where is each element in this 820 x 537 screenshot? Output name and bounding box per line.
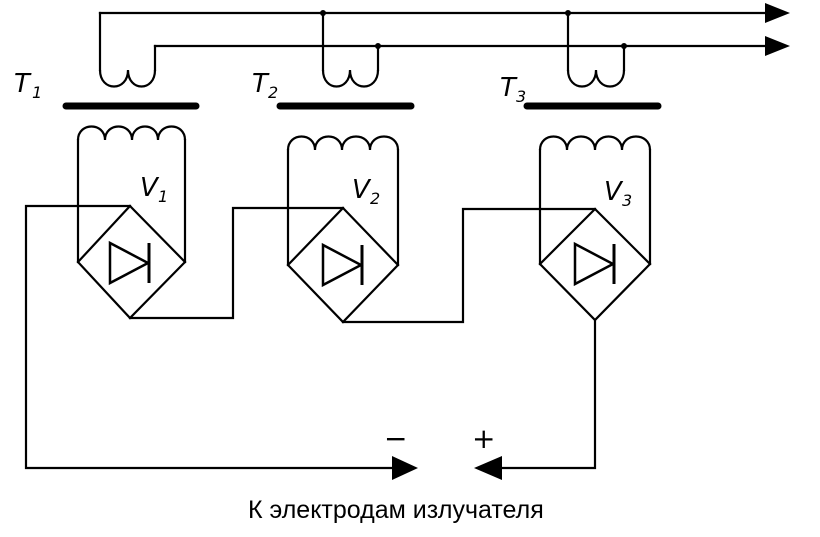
svg-text:2: 2 (268, 83, 278, 102)
supply-bus (98, 3, 790, 56)
primary-winding-2 (321, 11, 380, 88)
output-minus-lead (24, 204, 418, 480)
label-t1: T 1 (14, 69, 42, 102)
svg-text:1: 1 (158, 187, 168, 206)
diode-symbol (573, 241, 616, 287)
svg-text:1: 1 (32, 83, 42, 102)
minus-arrow (392, 456, 418, 480)
diode-symbol (108, 240, 151, 286)
series-wiring (128, 206, 597, 324)
label-v3: V 3 (604, 177, 632, 210)
label-t2: T 2 (252, 69, 278, 102)
svg-text:V: V (604, 177, 624, 207)
plus-sign: + (472, 422, 495, 455)
minus-sign: − (384, 422, 407, 455)
secondary-winding-1 (76, 125, 187, 264)
bus-arrow-2 (765, 36, 790, 56)
secondary-winding-3 (538, 135, 652, 266)
output-plus-lead (474, 318, 597, 480)
svg-text:3: 3 (622, 191, 632, 210)
diode-symbol (321, 242, 364, 288)
svg-text:3: 3 (516, 87, 526, 106)
svg-text:V: V (140, 173, 160, 203)
diode-bridge-1 (76, 204, 187, 320)
diode-bridge-2 (286, 206, 400, 324)
secondary-winding-2 (286, 135, 400, 267)
svg-text:T: T (252, 69, 270, 99)
svg-text:T: T (500, 73, 518, 103)
primary-winding-1 (98, 11, 157, 88)
svg-text:T: T (14, 69, 32, 99)
bus-arrow-1 (765, 3, 790, 23)
primary-winding-3 (566, 11, 626, 88)
svg-text:V: V (352, 175, 372, 205)
label-v1: V 1 (140, 173, 168, 206)
label-v2: V 2 (352, 175, 380, 208)
plus-arrow (474, 456, 502, 480)
diode-bridge-3 (538, 207, 652, 322)
label-t3: T 3 (500, 73, 526, 106)
caption: К электродам излучателя (248, 496, 544, 524)
svg-text:2: 2 (370, 189, 380, 208)
